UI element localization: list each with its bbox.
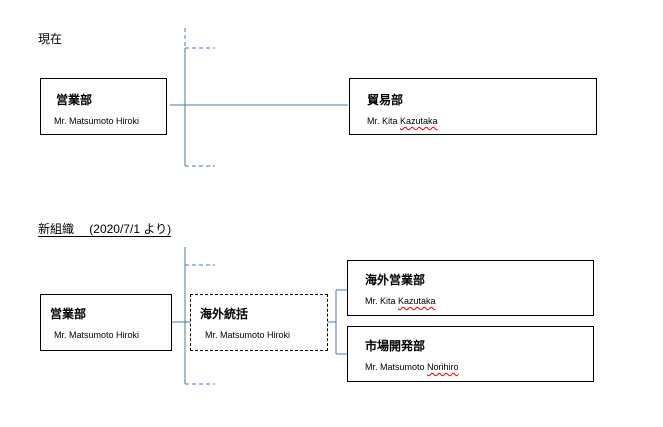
dept-title: 営業部 xyxy=(56,93,93,107)
person-name: Mr. Matsumoto Hiroki xyxy=(54,116,140,126)
person-name: Mr. Matsumoto Hiroki xyxy=(54,330,140,340)
person-name: Mr. Kita Kazutaka xyxy=(365,296,436,306)
dept-title: 海外営業部 xyxy=(365,273,426,287)
new-sales-dept-box: 営業部 Mr. Matsumoto Hiroki xyxy=(40,294,172,351)
current-sales-dept-box: 営業部 Mr. Matsumoto Hiroki xyxy=(40,78,167,135)
new-overseas-mgmt-box: 海外統括 Mr. Matsumoto Hiroki xyxy=(190,294,328,351)
dept-title: 市場開発部 xyxy=(365,339,426,353)
person-name: Mr. Kita Kazutaka xyxy=(367,116,438,126)
dept-title: 貿易部 xyxy=(367,93,404,107)
person-name: Mr. Matsumoto Norihiro xyxy=(365,362,459,372)
current-trade-dept-box: 貿易部 Mr. Kita Kazutaka xyxy=(349,78,597,135)
current-section-label: 現在 xyxy=(38,32,63,46)
person-name: Mr. Matsumoto Hiroki xyxy=(205,330,291,340)
new-overseas-sales-box: 海外営業部 Mr. Kita Kazutaka xyxy=(347,260,594,316)
dept-title: 海外統括 xyxy=(200,307,249,321)
new-org-section-label: 新組織 (2020/7/1 より) xyxy=(38,222,172,237)
new-market-dev-box: 市場開発部 Mr. Matsumoto Norihiro xyxy=(347,326,594,382)
dept-title: 営業部 xyxy=(50,307,87,321)
